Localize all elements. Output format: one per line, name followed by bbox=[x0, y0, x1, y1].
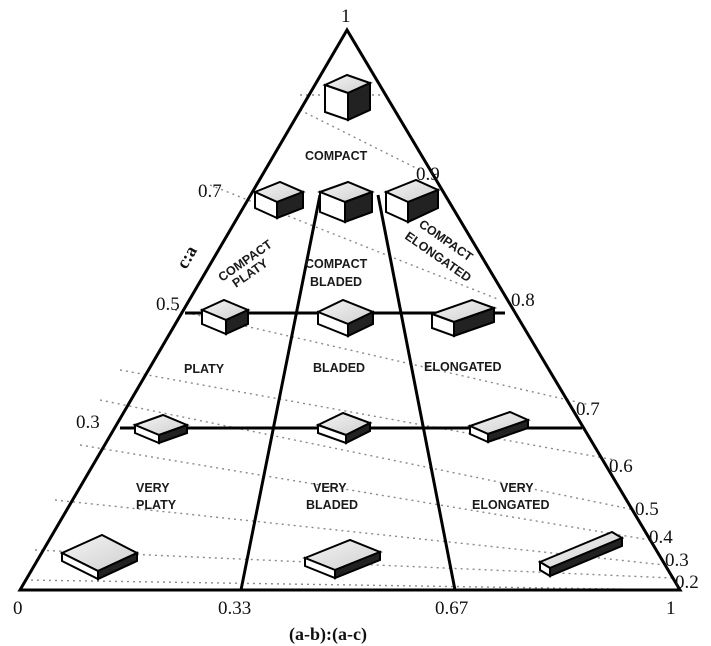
block-compact-top bbox=[325, 75, 370, 120]
left-tick-07: 0.7 bbox=[198, 181, 222, 202]
bottom-tick-033: 0.33 bbox=[218, 598, 251, 619]
region-elongated: ELONGATED bbox=[424, 360, 502, 374]
right-tick-08: 0.8 bbox=[511, 290, 535, 311]
region-platy: PLATY bbox=[184, 362, 225, 376]
axis-label-left: c:a bbox=[172, 242, 201, 272]
dotted-contour-lines bbox=[25, 95, 680, 590]
left-tick-05: 0.5 bbox=[156, 294, 180, 315]
block-very-platy-top bbox=[135, 415, 187, 443]
bottom-tick-067: 0.67 bbox=[435, 598, 468, 619]
region-very-bladed-line2: BLADED bbox=[306, 498, 358, 512]
block-very-bladed-top bbox=[318, 413, 370, 443]
region-very-platy-line2: PLATY bbox=[136, 498, 177, 512]
region-very-elongated-line1: VERY bbox=[500, 481, 534, 495]
block-compact-bladed bbox=[320, 182, 372, 222]
apex-label: 1 bbox=[341, 6, 351, 27]
block-very-elongated-top bbox=[470, 412, 528, 442]
right-tick-03: 0.3 bbox=[665, 550, 689, 571]
axis-label-bottom: (a-b):(a-c) bbox=[289, 624, 367, 645]
block-platy bbox=[202, 300, 248, 334]
region-compact-bladed-line1: COMPACT bbox=[305, 257, 368, 271]
region-bladed: BLADED bbox=[313, 361, 365, 375]
block-elongated bbox=[432, 300, 494, 336]
bottom-tick-0: 0 bbox=[13, 598, 23, 619]
block-very-elongated-bottom bbox=[540, 532, 622, 576]
right-tick-04: 0.4 bbox=[649, 527, 673, 548]
block-compact-platy bbox=[255, 182, 303, 218]
region-very-platy-line1: VERY bbox=[136, 481, 170, 495]
right-tick-05: 0.5 bbox=[635, 499, 659, 520]
region-very-bladed-line1: VERY bbox=[313, 481, 347, 495]
region-compact-bladed-line2: BLADED bbox=[310, 275, 362, 289]
region-compact: COMPACT bbox=[305, 149, 368, 163]
right-tick-06: 0.6 bbox=[609, 456, 633, 477]
right-tick-09: 0.9 bbox=[416, 164, 440, 185]
right-tick-02: 0.2 bbox=[675, 572, 699, 593]
left-tick-03: 0.3 bbox=[76, 412, 100, 433]
block-very-platy-bottom bbox=[62, 535, 137, 579]
block-bladed bbox=[318, 300, 373, 336]
block-compact-elongated bbox=[386, 180, 438, 222]
region-very-elongated-line2: ELONGATED bbox=[472, 498, 550, 512]
block-very-bladed-bottom bbox=[305, 540, 380, 578]
right-tick-07: 0.7 bbox=[576, 399, 600, 420]
bottom-tick-1: 1 bbox=[666, 598, 676, 619]
